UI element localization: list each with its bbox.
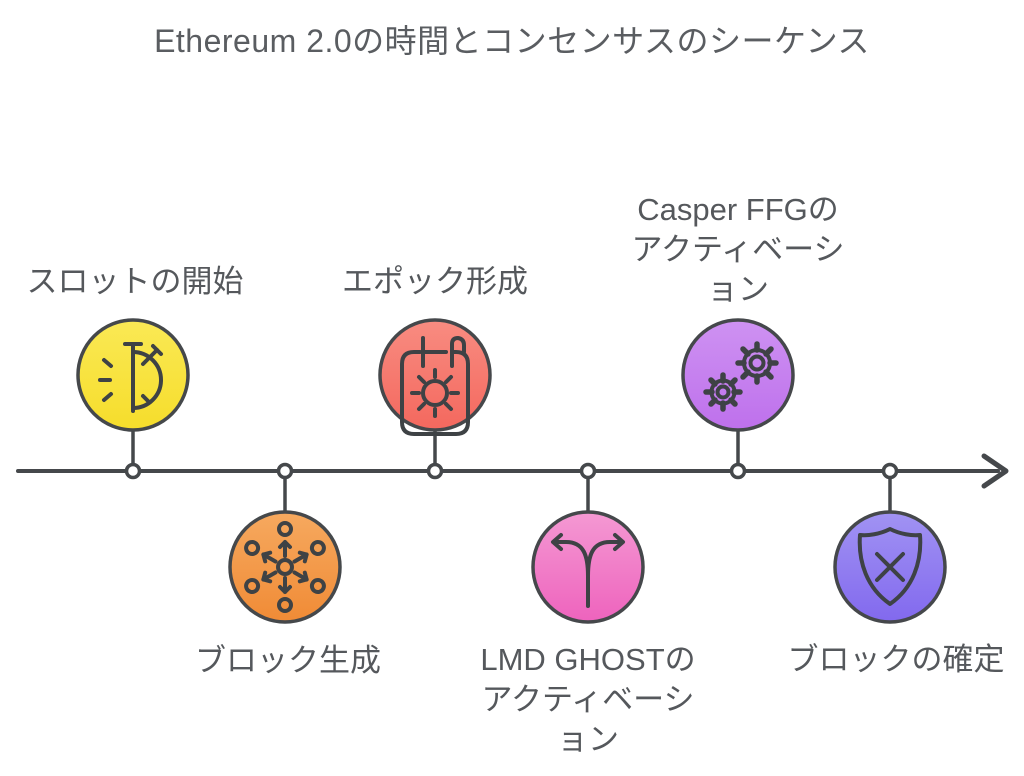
label-slot-start: スロットの開始 — [26, 264, 244, 299]
calendar-icon — [400, 336, 470, 436]
junction-dot — [729, 462, 747, 480]
label-block-finalization: ブロックの確定 — [787, 642, 1005, 677]
broadcast-icon — [244, 521, 326, 613]
node-block-finalization — [833, 510, 947, 624]
stopwatch-icon — [98, 342, 163, 413]
label-casper-ffg-activation: Casper FFGの アクティベーシ ョン — [631, 192, 845, 307]
node-epoch-formation — [378, 318, 492, 436]
node-lmd-ghost-activation — [531, 510, 645, 624]
junction-dot — [124, 462, 142, 480]
node-slot-start — [76, 318, 190, 432]
label-block-generation: ブロック生成 — [195, 643, 381, 678]
junction-dot — [579, 462, 597, 480]
node-casper-ffg-circle — [681, 318, 795, 432]
junction-dot — [276, 462, 294, 480]
shield-x-icon — [857, 527, 923, 606]
node-block-generation — [228, 510, 342, 624]
node-casper-ffg-activation — [681, 318, 795, 432]
junction-dot — [881, 462, 899, 480]
node-connectors — [131, 427, 892, 516]
timeline-arrowhead-icon — [981, 453, 1009, 489]
gears-icon — [703, 341, 779, 412]
label-lmd-ghost-activation: LMD GHOSTの アクティベーシ ョン — [480, 642, 696, 757]
label-epoch-formation: エポック形成 — [342, 264, 528, 299]
junction-dot — [426, 462, 444, 480]
fork-icon — [551, 533, 625, 608]
page-title: Ethereum 2.0の時間とコンセンサスのシーケンス — [154, 23, 870, 59]
node-block-generation-circle — [228, 510, 342, 624]
timeline-junction-dots — [124, 462, 899, 480]
